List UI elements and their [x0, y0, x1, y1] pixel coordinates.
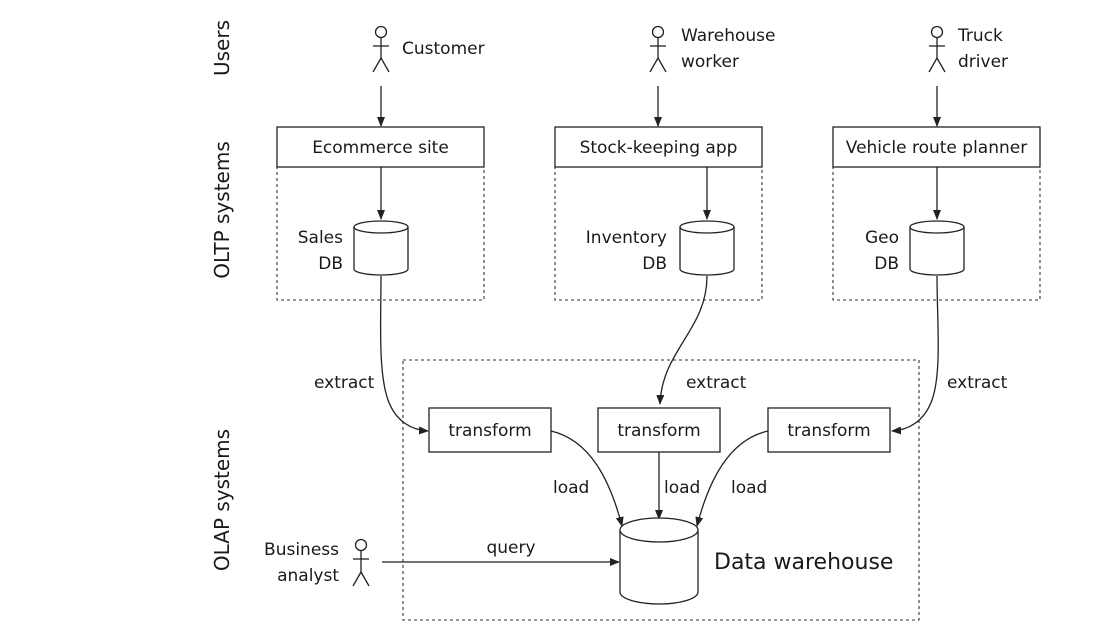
warehouse-worker-label-line1: Warehouse	[681, 26, 775, 46]
inventory-db-cylinder-icon	[679, 220, 735, 276]
transform-box-sales	[428, 407, 552, 453]
extract-arrow-inventory	[656, 275, 708, 405]
warehouse-worker-actor-icon	[649, 25, 667, 73]
extract-label-geo: extract	[947, 373, 1008, 393]
truck-driver-actor-icon	[928, 25, 946, 73]
vehicle-route-planner-label: Vehicle route planner	[846, 138, 1027, 158]
inventory-db-label-line2: DB	[642, 254, 667, 274]
geo-db-cylinder-icon	[909, 220, 965, 276]
extract-label-sales: extract	[314, 373, 375, 393]
truck-driver-label-line2: driver	[958, 52, 1008, 72]
section-label-users: Users	[210, 20, 234, 76]
customer-actor-icon	[372, 25, 390, 73]
sales-db-label-line2: DB	[318, 254, 343, 274]
sales-db-label-line1: Sales	[298, 228, 343, 248]
load-arrow-sales	[550, 430, 624, 527]
transform-label-sales: transform	[448, 421, 531, 441]
business-analyst-label-line1: Business	[264, 540, 339, 560]
section-label-olap: OLAP systems	[210, 429, 234, 571]
stock-keeping-app-label: Stock-keeping app	[580, 138, 738, 158]
business-analyst-actor-icon	[352, 538, 370, 587]
olap-system-boundary	[402, 359, 920, 621]
geo-db-label-line2: DB	[874, 254, 899, 274]
ecommerce-site-box	[276, 126, 485, 168]
vehicle-route-planner-box	[832, 126, 1041, 168]
transform-box-inventory	[597, 407, 721, 453]
extract-arrow-sales	[379, 275, 429, 435]
query-label: query	[486, 538, 535, 558]
truck-driver-label-line1: Truck	[957, 26, 1003, 46]
ecommerce-site-label: Ecommerce site	[312, 138, 449, 158]
load-label-inventory: load	[664, 478, 700, 498]
data-warehouse-cylinder-icon	[619, 517, 699, 605]
transform-label-inventory: transform	[617, 421, 700, 441]
warehouse-worker-label-line2: worker	[681, 52, 739, 72]
extract-arrow-geo	[891, 275, 939, 435]
extract-label-inventory: extract	[686, 373, 747, 393]
stock-keeping-app-box	[554, 126, 763, 168]
data-warehouse-label: Data warehouse	[714, 550, 893, 575]
transform-label-geo: transform	[787, 421, 870, 441]
geo-db-label-line1: Geo	[865, 228, 899, 248]
load-label-sales: load	[553, 478, 589, 498]
business-analyst-label-line2: analyst	[277, 566, 339, 586]
customer-label: Customer	[402, 39, 485, 59]
sales-db-cylinder-icon	[353, 220, 409, 276]
load-label-geo: load	[731, 478, 767, 498]
transform-box-geo	[767, 407, 891, 453]
load-arrow-geo	[695, 430, 769, 527]
section-label-oltp: OLTP systems	[210, 141, 234, 279]
inventory-db-label-line1: Inventory	[586, 228, 667, 248]
